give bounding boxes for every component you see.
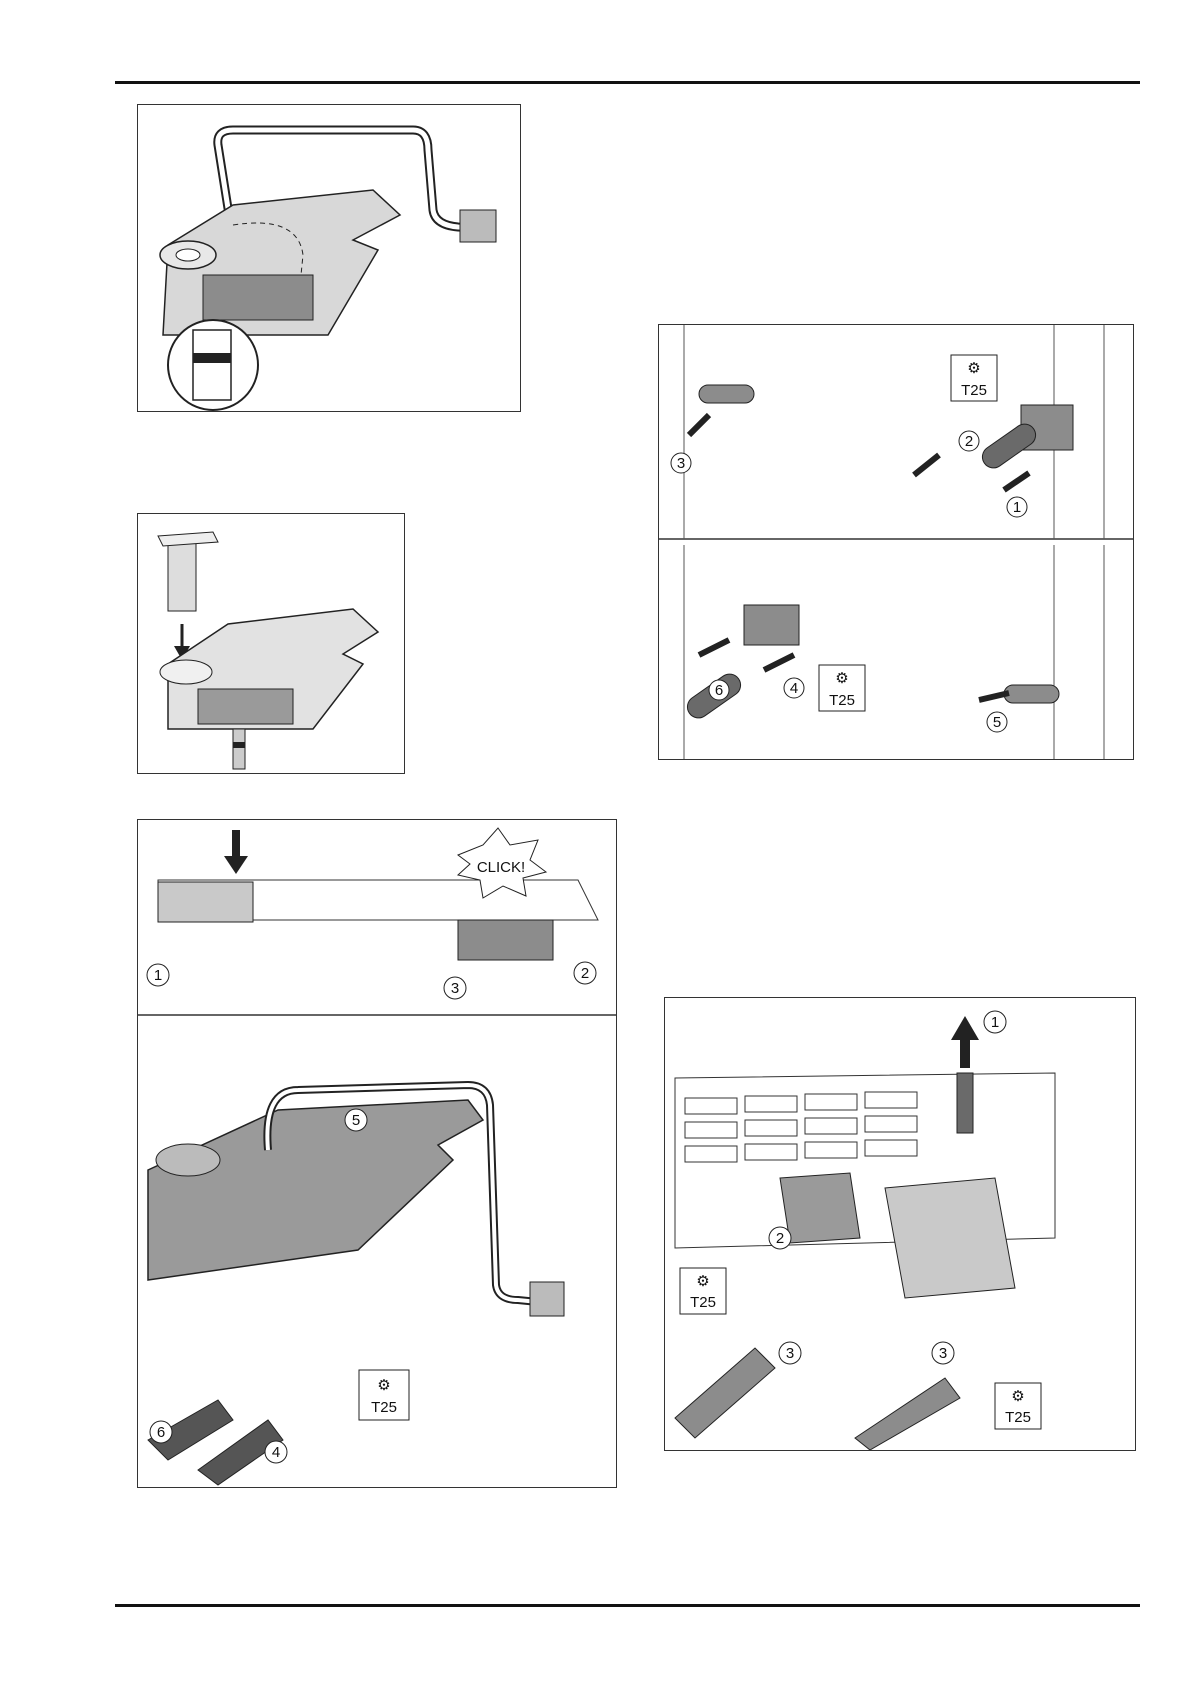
svg-text:6: 6: [715, 682, 723, 699]
step-label: 3: [939, 1345, 947, 1362]
footer-rule: [115, 1604, 1140, 1607]
torx-bit-icon: ⚙: [967, 360, 980, 377]
step-label: 3: [786, 1345, 794, 1362]
step-label: 2: [965, 433, 973, 450]
step-label: 3: [451, 980, 459, 997]
figure-hinge-cable-routing: [137, 104, 521, 412]
hinge-pin-illustration: [157, 531, 380, 770]
door-stop-illustration: 3 2 1 ⚙ T25 6 4 ⚙ T25 5: [659, 325, 1133, 759]
step-label: 5: [352, 1112, 360, 1129]
svg-text:5: 5: [993, 714, 1001, 731]
figure-lower-hinge-removal: 1 2 3 3 ⚙ T25 ⚙ T25: [664, 997, 1136, 1451]
hinge-cable-illustration: [159, 125, 497, 411]
tool-size-label: T25: [961, 382, 987, 399]
tool-size-label: T25: [690, 1294, 716, 1311]
step-label: 2: [776, 1230, 784, 1247]
step-label: 3: [677, 455, 685, 472]
figure-hinge-pin-insertion: [137, 513, 405, 774]
click-callout: CLICK!: [477, 859, 525, 876]
tool-size-label: T25: [829, 692, 855, 709]
header-rule: [115, 81, 1140, 84]
step-label: 1: [991, 1014, 999, 1031]
step-label: 6: [157, 1424, 165, 1441]
tool-size-label: T25: [371, 1399, 397, 1416]
torx-bit-icon: ⚙: [377, 1377, 390, 1394]
cover-hinge-illustration: CLICK! 1 2 3 6 4 5 ⚙ T25: [138, 827, 616, 1486]
step-label: 1: [154, 967, 162, 984]
lower-hinge-illustration: 1 2 3 3 ⚙ T25 ⚙ T25: [674, 1010, 1056, 1450]
figure-cover-and-hinge-mounting: CLICK! 1 2 3 6 4 5 ⚙ T25: [137, 819, 617, 1488]
torx-bit-icon: ⚙: [696, 1273, 709, 1290]
torx-bit-icon: ⚙: [835, 670, 848, 687]
step-label: 2: [581, 965, 589, 982]
step-label: 1: [1013, 499, 1021, 516]
svg-text:4: 4: [790, 680, 798, 697]
torx-bit-icon: ⚙: [1011, 1388, 1024, 1405]
tool-size-label: T25: [1005, 1409, 1031, 1426]
figure-door-stop-bracket: 3 2 1 ⚙ T25 6 4 ⚙ T25 5: [658, 324, 1134, 760]
step-label: 4: [272, 1444, 280, 1461]
